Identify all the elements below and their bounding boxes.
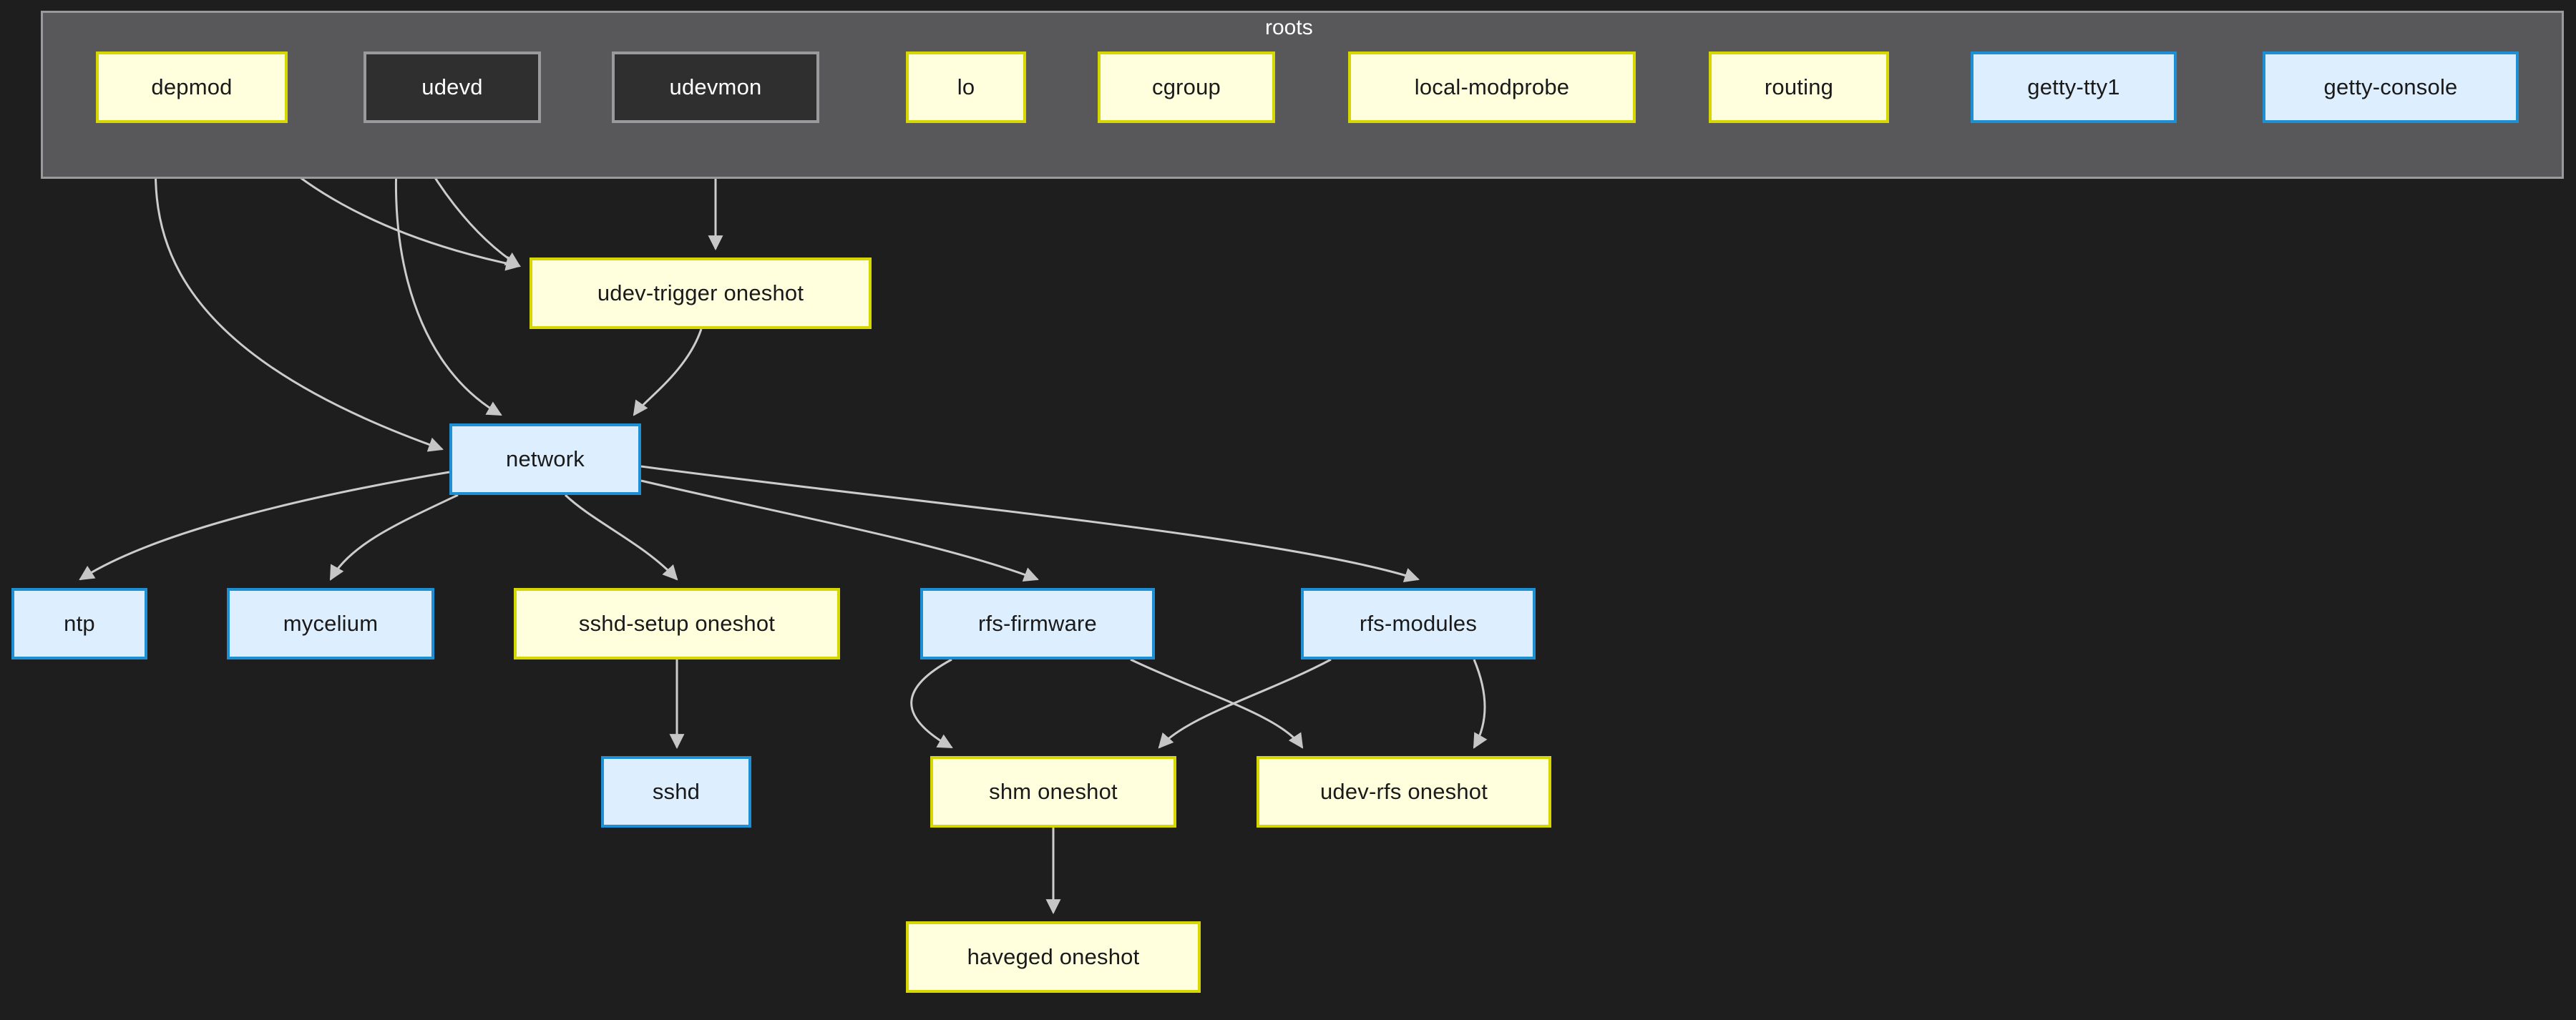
edge-network-to-mycelium — [329, 494, 459, 581]
node-sshd-setup[interactable]: sshd-setup oneshot — [514, 588, 840, 659]
node-label: cgroup — [1152, 74, 1221, 99]
edge-rfs-firmware-to-udev-rfs — [1130, 658, 1304, 749]
edge-rfs-modules-to-udev-rfs — [1473, 659, 1488, 749]
node-local-modprobe[interactable]: local-modprobe — [1348, 52, 1636, 123]
edge-network-to-rfs-modules — [640, 465, 1420, 583]
node-label: sshd-setup oneshot — [578, 611, 776, 636]
node-udevd[interactable]: udevd — [364, 52, 541, 123]
edge-udev-trigger-to-network — [633, 328, 703, 416]
node-label: getty-console — [2323, 74, 2458, 99]
node-label: lo — [957, 74, 975, 99]
node-label: shm oneshot — [989, 779, 1118, 804]
node-label: mycelium — [283, 611, 379, 636]
node-label: sshd — [652, 779, 701, 804]
node-rfs-modules[interactable]: rfs-modules — [1301, 588, 1536, 659]
node-depmod[interactable]: depmod — [96, 52, 288, 123]
node-ntp[interactable]: ntp — [11, 588, 147, 659]
node-label: depmod — [151, 74, 233, 99]
node-shm[interactable]: shm oneshot — [930, 756, 1176, 828]
node-lo[interactable]: lo — [906, 52, 1026, 123]
node-rfs-firmware[interactable]: rfs-firmware — [920, 588, 1155, 659]
node-label: udevd — [421, 74, 483, 99]
node-udev-trigger[interactable]: udev-trigger oneshot — [530, 258, 872, 329]
node-getty-console[interactable]: getty-console — [2263, 52, 2519, 123]
node-label: rfs-modules — [1359, 611, 1478, 636]
node-udev-rfs[interactable]: udev-rfs oneshot — [1257, 756, 1551, 828]
node-label: routing — [1764, 74, 1834, 99]
edge-network-to-rfs-firmware — [640, 479, 1039, 582]
cluster-label-roots: roots — [1265, 16, 1313, 39]
edge-rfs-modules-to-shm — [1158, 658, 1332, 749]
edge-network-to-ntp — [79, 471, 450, 581]
node-label: network — [506, 446, 585, 471]
edge-network-to-sshd-setup — [564, 494, 678, 581]
node-label: rfs-firmware — [978, 611, 1097, 636]
node-sshd[interactable]: sshd — [601, 756, 751, 828]
node-haveged[interactable]: haveged oneshot — [906, 921, 1201, 993]
node-routing[interactable]: routing — [1709, 52, 1889, 123]
node-label: ntp — [64, 611, 95, 636]
node-label: udev-trigger oneshot — [597, 280, 804, 305]
node-network[interactable]: network — [449, 423, 641, 495]
node-label: udevmon — [669, 74, 762, 99]
node-mycelium[interactable]: mycelium — [227, 588, 434, 659]
node-label: getty-tty1 — [2027, 74, 2120, 99]
node-label: haveged oneshot — [967, 944, 1140, 969]
node-label: udev-rfs oneshot — [1319, 779, 1488, 804]
edge-rfs-firmware-to-shm — [910, 658, 953, 749]
node-label: local-modprobe — [1414, 74, 1570, 99]
node-getty-tty1[interactable]: getty-tty1 — [1971, 52, 2177, 123]
node-cgroup[interactable]: cgroup — [1098, 52, 1275, 123]
node-udevmon[interactable]: udevmon — [612, 52, 819, 123]
